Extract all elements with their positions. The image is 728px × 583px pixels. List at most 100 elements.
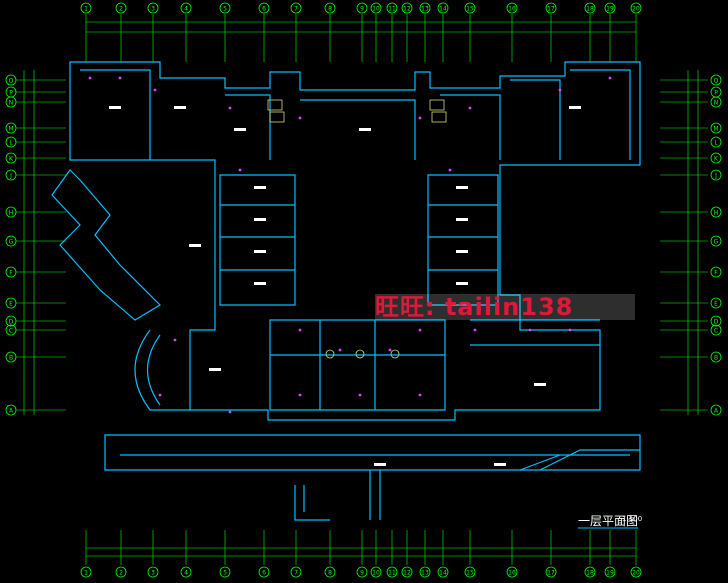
room-label-glyph [569, 106, 581, 109]
fixture-dot [473, 328, 477, 332]
axis-label-right: K [714, 156, 719, 163]
axis-bubble-right [710, 152, 722, 164]
room-label-glyph [534, 383, 546, 386]
axis-label-top: 6 [262, 6, 266, 13]
axis-label-right: F [714, 270, 718, 277]
axis-bubble-right [710, 206, 722, 218]
axis-bubble-bottom [506, 566, 518, 578]
drawing-title: 一层平面图 [578, 514, 639, 528]
axis-label-right: H [714, 210, 719, 217]
axis-bubble-left [5, 169, 17, 181]
axis-label-bottom: 11 [388, 570, 396, 577]
stair-symbol [429, 99, 445, 111]
axis-label-top: 10 [372, 6, 380, 13]
axis-bubble-top [290, 2, 302, 14]
axis-label-top: 5 [223, 6, 227, 13]
fixture-dot [418, 328, 422, 332]
axis-label-top: 2 [119, 6, 123, 13]
fixture-dot [118, 76, 122, 80]
axis-label-bottom: 8 [328, 570, 332, 577]
axis-label-left: N [9, 100, 14, 107]
axis-bubble-right [710, 169, 722, 181]
wall-outline [134, 329, 190, 411]
axis-bubble-right [710, 136, 722, 148]
room-label-glyph [456, 250, 468, 253]
axis-label-top: 4 [184, 6, 188, 13]
fixture-dot [558, 88, 562, 92]
fixture-dot [228, 106, 232, 110]
axis-bubble-bottom [630, 566, 642, 578]
axis-label-right: B [714, 355, 718, 362]
axis-label-right: E [714, 301, 718, 308]
axis-bubble-top [386, 2, 398, 14]
axis-bubble-left [5, 297, 17, 309]
axis-bubble-right [710, 351, 722, 363]
axis-bubble-right [710, 235, 722, 247]
axis-bubble-bottom [437, 566, 449, 578]
axis-bubble-top [545, 2, 557, 14]
room-label-glyph [209, 368, 221, 371]
axis-label-bottom: 17 [547, 570, 555, 577]
axis-label-left: L [9, 140, 13, 147]
axis-label-right: N [714, 100, 719, 107]
fixture-dot [153, 88, 157, 92]
watermark-banner: 旺旺: tailin138 [375, 294, 635, 320]
axis-label-left: B [9, 355, 13, 362]
axis-bubble-bottom [324, 566, 336, 578]
fixture-dot [468, 106, 472, 110]
axis-bubble-bottom [219, 566, 231, 578]
wall-outline [80, 69, 631, 160]
axis-label-bottom: 3 [151, 570, 155, 577]
room-label-glyph [109, 106, 121, 109]
axis-label-top: 18 [586, 6, 594, 13]
axis-bubble-top [506, 2, 518, 14]
axis-bubble-left [5, 152, 17, 164]
axis-bubble-top [604, 2, 616, 14]
room-label-glyph [374, 463, 386, 466]
axis-bubble-bottom [584, 566, 596, 578]
axis-label-bottom: 4 [184, 570, 188, 577]
axis-label-bottom: 5 [223, 570, 227, 577]
axis-label-top: 1 [84, 6, 88, 13]
axis-label-top: 9 [360, 6, 364, 13]
axis-label-top: 19 [606, 6, 614, 13]
axis-bubble-right [710, 122, 722, 134]
axis-bubble-top [419, 2, 431, 14]
axis-label-left: A [9, 408, 14, 415]
axis-label-left: P [9, 90, 13, 97]
room-label-glyph [254, 282, 266, 285]
axis-label-top: 3 [151, 6, 155, 13]
axis-label-left: E [9, 301, 13, 308]
building-walls [51, 61, 641, 521]
axis-label-top: 16 [508, 6, 516, 13]
axis-label-bottom: 1 [84, 570, 88, 577]
stair-symbol [267, 99, 283, 111]
axis-bubble-bottom [386, 566, 398, 578]
column-symbol [325, 349, 335, 359]
axis-bubble-bottom [464, 566, 476, 578]
axis-label-left: G [9, 239, 14, 246]
fixture-dot [528, 328, 532, 332]
room-label-glyph [174, 106, 186, 109]
column-symbol [355, 349, 365, 359]
room-label-glyph [456, 218, 468, 221]
fixture-dot [568, 328, 572, 332]
axis-label-top: 11 [388, 6, 396, 13]
axis-bubble-left [5, 315, 17, 327]
axis-bubble-top [356, 2, 368, 14]
fixture-dot [298, 328, 302, 332]
stair-symbol [431, 111, 447, 123]
wall-outline [51, 169, 161, 321]
stair-symbol [269, 111, 285, 123]
wall-outline [220, 204, 498, 271]
axis-label-left: J [9, 173, 12, 180]
axis-bubble-bottom [80, 566, 92, 578]
axis-bubble-top [180, 2, 192, 14]
axis-label-top: 8 [328, 6, 332, 13]
axis-bubble-bottom [180, 566, 192, 578]
axis-label-bottom: 7 [294, 570, 298, 577]
axis-label-right: J [714, 173, 717, 180]
wall-outline [104, 434, 641, 471]
axis-bubble-right [710, 74, 722, 86]
